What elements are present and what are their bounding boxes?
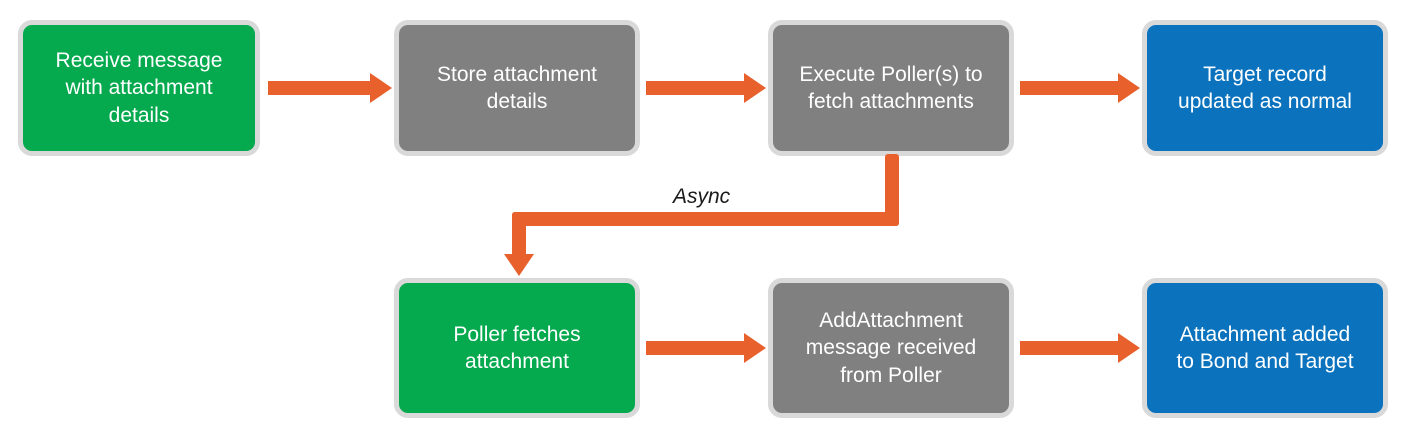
node-label: Poller fetches attachment <box>453 322 581 373</box>
connector-line <box>646 81 748 95</box>
connector-segment-vertical-down <box>885 154 899 226</box>
arrow-head-icon <box>504 254 534 276</box>
node-receive-message[interactable]: Receive message with attachment details <box>18 20 260 156</box>
connector-segment-horizontal-left <box>512 212 899 226</box>
connector-line <box>268 81 372 95</box>
arrow-head-icon <box>744 333 766 363</box>
connector-line <box>646 341 748 355</box>
connector-line <box>1020 341 1122 355</box>
node-execute-pollers[interactable]: Execute Poller(s) to fetch attachments <box>768 20 1014 156</box>
arrow-head-icon <box>744 73 766 103</box>
arrow-head-icon <box>1118 333 1140 363</box>
node-target-record-updated[interactable]: Target record updated as normal <box>1142 20 1388 156</box>
edge-label-async: Async <box>673 185 731 208</box>
node-label: Target record updated as normal <box>1178 62 1352 113</box>
node-attachment-added[interactable]: Attachment added to Bond and Target <box>1142 278 1388 418</box>
node-poller-fetches-attachment[interactable]: Poller fetches attachment <box>394 278 640 418</box>
node-label: Attachment added to Bond and Target <box>1176 322 1354 373</box>
node-store-attachment-details[interactable]: Store attachment details <box>394 20 640 156</box>
node-label: Store attachment details <box>437 62 597 113</box>
node-label: Execute Poller(s) to fetch attachments <box>799 62 983 113</box>
node-label: Receive message with attachment details <box>55 49 223 127</box>
arrow-head-icon <box>370 73 392 103</box>
connector-segment-vertical-into-node <box>512 212 526 257</box>
node-label: AddAttachment message received from Poll… <box>805 309 977 387</box>
connector-line <box>1020 81 1122 95</box>
arrow-head-icon <box>1118 73 1140 103</box>
node-addattachment-message[interactable]: AddAttachment message received from Poll… <box>768 278 1014 418</box>
